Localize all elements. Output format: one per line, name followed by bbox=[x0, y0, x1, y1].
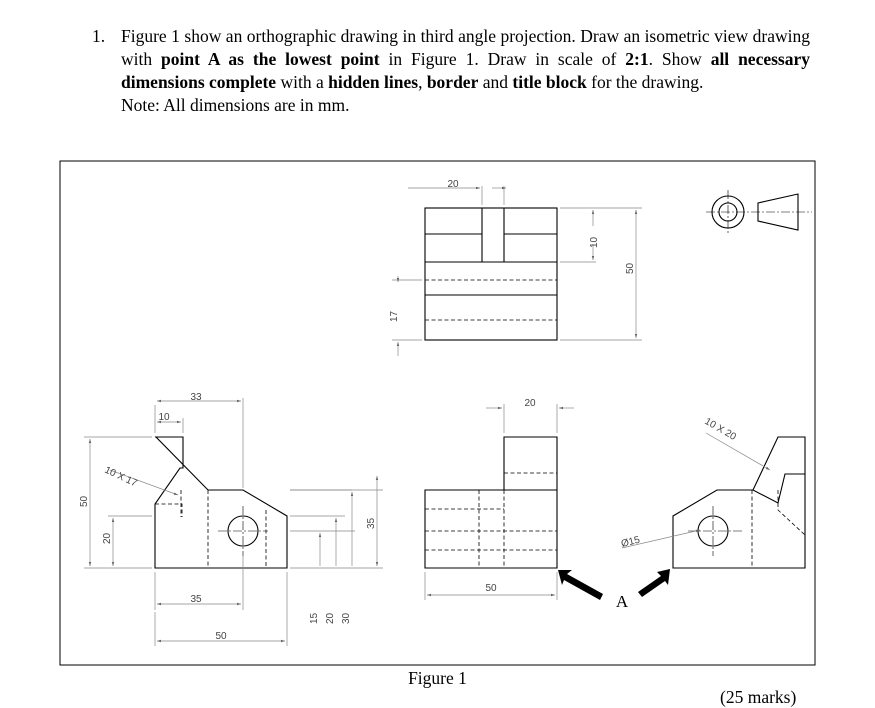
dim-right-10x20: 10 X 20 bbox=[703, 416, 739, 443]
dim-left-20: 20 bbox=[102, 532, 113, 544]
front-view bbox=[424, 436, 558, 569]
dim-left-35: 35 bbox=[190, 594, 202, 605]
front-view-dimensions bbox=[424, 404, 574, 600]
dim-left-35-side: 35 bbox=[366, 517, 377, 529]
marks-cutoff: (25 marks) bbox=[720, 687, 797, 707]
question-text-run: border bbox=[426, 72, 479, 92]
question-text-run: all necessary dimensions complete bbox=[121, 49, 810, 92]
dim-left-10x17: 10 X 17 bbox=[103, 465, 139, 490]
figure-frame bbox=[59, 160, 816, 666]
question-text-run: , bbox=[418, 72, 427, 92]
question-text-run: hidden lines bbox=[328, 72, 419, 92]
dim-front-20: 20 bbox=[524, 398, 536, 409]
dim-top-17: 17 bbox=[389, 310, 400, 322]
figure-caption: Figure 1 bbox=[408, 668, 467, 688]
question-text-run: . Show bbox=[648, 49, 711, 69]
dim-front-50: 50 bbox=[485, 583, 497, 594]
left-view-dimensions bbox=[84, 398, 383, 646]
point-a-label: A bbox=[616, 592, 629, 611]
dim-left-20b: 20 bbox=[325, 612, 336, 624]
third-angle-symbol bbox=[706, 190, 812, 234]
question-text-run: Figure 1 show an orthographic drawing in… bbox=[121, 26, 810, 69]
question-text-run: 2:1 bbox=[625, 49, 649, 69]
question-text-run: title block bbox=[512, 72, 587, 92]
dim-left-33: 33 bbox=[190, 392, 202, 403]
dim-right-dia15: Ø15 bbox=[620, 535, 641, 550]
top-view bbox=[424, 207, 558, 341]
left-view bbox=[154, 436, 288, 569]
question-text-run: with a bbox=[276, 72, 329, 92]
dim-top-10: 10 bbox=[589, 236, 600, 248]
dim-left-50: 50 bbox=[79, 495, 90, 507]
question-text-run: and bbox=[478, 72, 513, 92]
dim-left-15: 15 bbox=[309, 612, 320, 624]
right-view-dimensions bbox=[621, 432, 771, 549]
right-view bbox=[672, 436, 806, 569]
point-a-arrows bbox=[558, 569, 670, 600]
dim-left-30: 30 bbox=[341, 612, 352, 624]
top-view-dimensions bbox=[392, 186, 642, 356]
question-text-run: in Figure 1. Draw in scale of bbox=[379, 49, 626, 69]
dim-top-20: 20 bbox=[447, 179, 459, 190]
question-text-run: for the drawing. bbox=[586, 72, 704, 92]
dim-left-50-bottom: 50 bbox=[215, 631, 227, 642]
dim-top-50: 50 bbox=[625, 262, 636, 274]
question-body: Figure 1 show an orthographic drawing in… bbox=[121, 26, 810, 92]
question-number: 1. bbox=[92, 26, 106, 46]
dim-left-10: 10 bbox=[158, 412, 170, 423]
question-text: Figure 1 show an orthographic drawing in… bbox=[121, 25, 810, 117]
question-text-run: point A as the lowest point bbox=[161, 49, 380, 69]
question-note: Note: All dimensions are in mm. bbox=[121, 95, 350, 115]
